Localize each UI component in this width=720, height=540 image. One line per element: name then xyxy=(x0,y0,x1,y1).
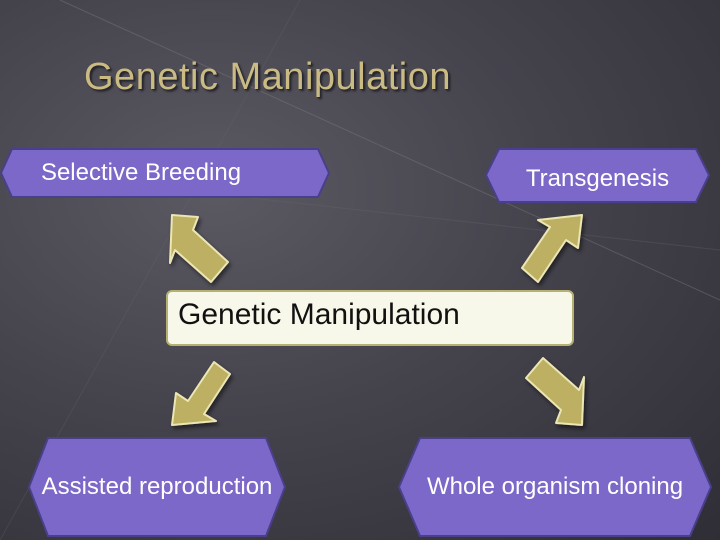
box-assisted-reproduction: Assisted reproduction xyxy=(28,437,286,537)
hexagon-shape xyxy=(28,437,286,537)
whole-organism-cloning-label: Whole organism cloning xyxy=(426,473,684,500)
transgenesis-label: Transgenesis xyxy=(525,164,670,192)
box-whole-organism-cloning: Whole organism cloning xyxy=(398,437,712,537)
selective-breeding-label: Selective Breeding xyxy=(40,159,242,186)
hexagon-shape xyxy=(485,148,710,203)
arrow-up-right-icon xyxy=(521,214,583,283)
slide-title: Genetic Manipulation xyxy=(84,56,451,98)
arrow-down-right-icon xyxy=(525,357,585,426)
center-genetic-manipulation: Genetic Manipulation xyxy=(166,290,574,346)
assisted-reproduction-label: Assisted reproduction xyxy=(41,473,273,500)
hexagon-shape xyxy=(398,437,712,537)
box-transgenesis: Transgenesis xyxy=(485,148,710,203)
hexagon-shape xyxy=(0,148,330,198)
box-selective-breeding: Selective Breeding xyxy=(0,148,330,198)
arrow-up-left-icon xyxy=(169,214,229,283)
arrow-down-left-icon xyxy=(171,361,231,426)
